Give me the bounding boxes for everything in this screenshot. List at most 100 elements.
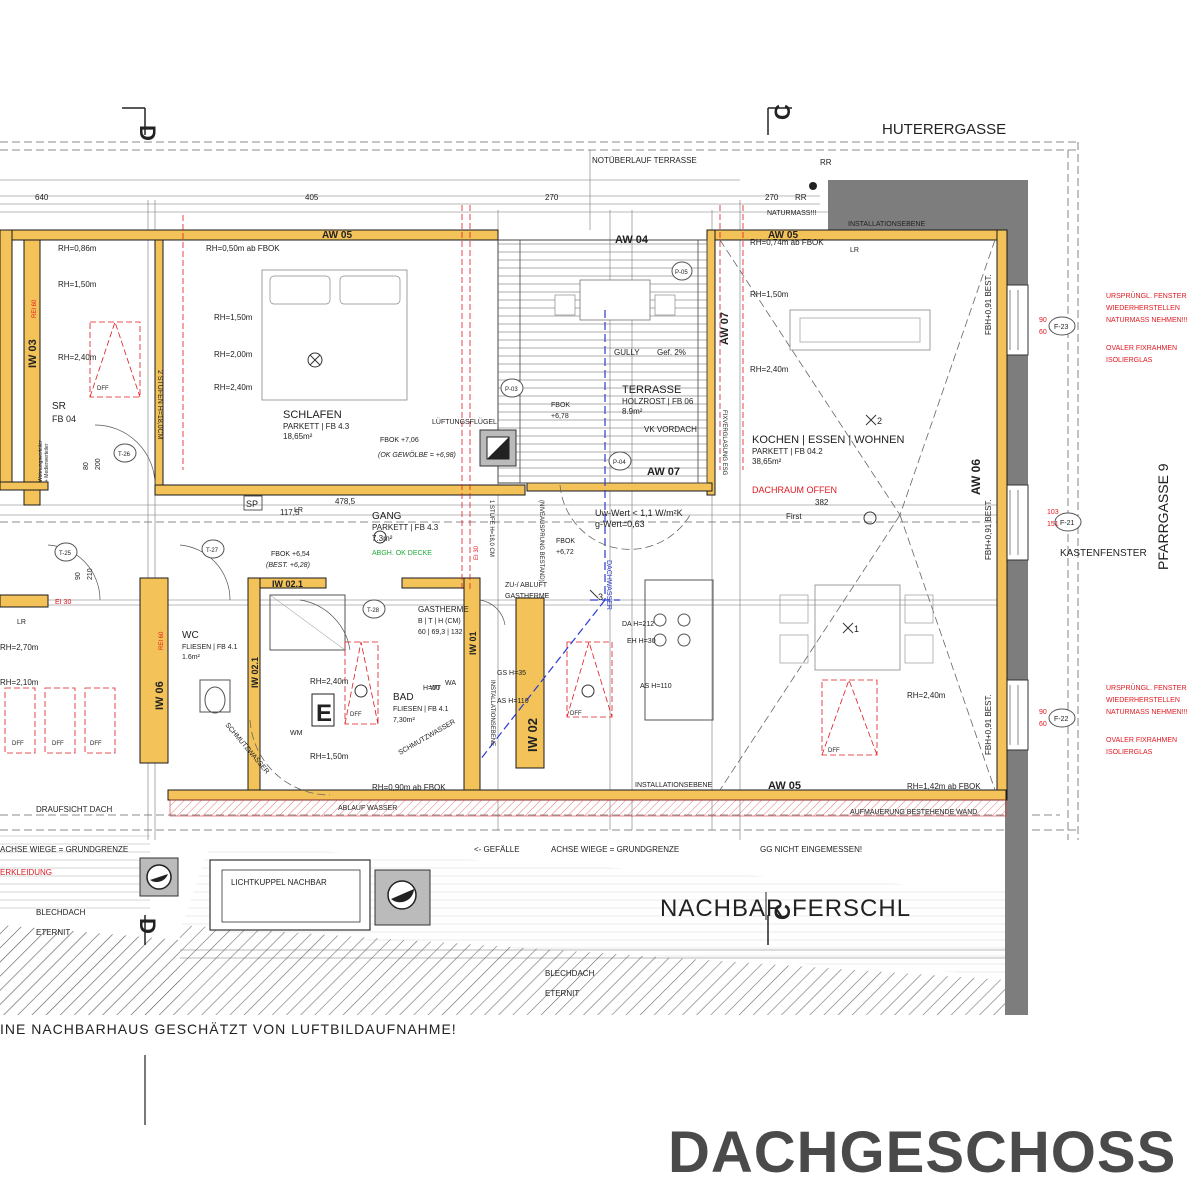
room-gang-area: 7.3m² bbox=[372, 534, 393, 543]
svg-text:T-27: T-27 bbox=[206, 548, 219, 554]
note-dachwasser: DACHWASSER bbox=[605, 560, 612, 610]
room-sr-floor: FB 04 bbox=[52, 414, 76, 424]
electric-box bbox=[311, 693, 335, 727]
room-schlafen-name: SCHLAFEN bbox=[283, 409, 342, 421]
dff-label-2: DFF bbox=[350, 712, 362, 718]
note-installation-side: INSTALLATIONSEBENE bbox=[489, 680, 495, 746]
svg-text:F-22: F-22 bbox=[1054, 716, 1069, 723]
skylights bbox=[4, 320, 878, 756]
chimney-right bbox=[374, 869, 431, 926]
note-rh150-kochen: RH=1,50m bbox=[750, 290, 789, 299]
room-schlafen-area: 18,65m² bbox=[283, 432, 313, 441]
note-gastherme: GASTHERME bbox=[418, 605, 469, 614]
note-draufsicht: DRAUFSICHT DACH bbox=[36, 805, 113, 814]
note-wa: WA bbox=[445, 680, 456, 687]
wall-aw07: AW 07 bbox=[719, 312, 731, 345]
note-rh142: RH=1,42m ab FBOK bbox=[907, 782, 981, 791]
section-c-label-bottom: C bbox=[770, 904, 795, 920]
electric-e-label: E bbox=[316, 700, 332, 727]
wall-iw06: IW 06 bbox=[154, 681, 166, 710]
note-naturmass: NATURMASS!!! bbox=[767, 210, 816, 217]
note-rh074: RH=0,74m ab FBOK bbox=[750, 238, 824, 247]
note-verkleidung: ERKLEIDUNG bbox=[0, 868, 52, 877]
note-rh240-bad: RH=2,40m bbox=[310, 677, 349, 686]
note-rh150-bad: RH=1,50m bbox=[310, 752, 349, 761]
room-wc-area: 1.6m² bbox=[182, 654, 201, 661]
note-eternit2: ETERNIT bbox=[545, 989, 579, 998]
svg-text:P-04: P-04 bbox=[613, 460, 626, 466]
note-gefaelle2: Gef. 2% bbox=[657, 348, 686, 357]
page-title: DACHGESCHOSS bbox=[668, 1120, 1176, 1185]
footnote: INE NACHBARHAUS GESCHÄTZT VON LUFTBILDAU… bbox=[0, 1021, 457, 1037]
note-gastherme2: GASTHERME bbox=[505, 593, 550, 600]
room-bad-name: BAD bbox=[393, 692, 414, 703]
centre-markers bbox=[354, 414, 877, 698]
room-schlafen-floor: PARKETT | FB 4.3 bbox=[283, 422, 350, 431]
marker-1: 1 bbox=[854, 624, 859, 634]
note-rh240-left: RH=2,40m bbox=[58, 353, 97, 362]
note-best: (BEST. +6,28) bbox=[266, 562, 310, 569]
note-ei30: EI 30 bbox=[55, 599, 71, 606]
marker-3: 3 bbox=[598, 592, 603, 602]
dim-270: 270 bbox=[545, 193, 559, 202]
sofa bbox=[789, 309, 931, 351]
note-aufmauerung: AUFMAUERUNG BESTEHENDE WAND bbox=[850, 809, 977, 816]
note-rh150-left: RH=1,50m bbox=[58, 280, 97, 289]
dim-1175: 117,5 bbox=[280, 508, 300, 517]
dachraum-note: DACHRAUM OFFEN bbox=[752, 485, 837, 495]
room-bad-floor: FLIESEN | FB 4.1 bbox=[393, 706, 449, 713]
svg-text:ISOLIERGLAS: ISOLIERGLAS bbox=[1106, 749, 1153, 756]
bed bbox=[261, 269, 408, 401]
dim-90: 90 bbox=[75, 572, 82, 580]
rr-marker bbox=[809, 182, 817, 190]
note-gefaelle: <- GEFÄLLE bbox=[474, 845, 520, 854]
note-eh: EH H=30 bbox=[627, 638, 656, 645]
sp-label: SP bbox=[246, 499, 258, 509]
svg-text:T-25: T-25 bbox=[59, 551, 72, 557]
dim-90a: 90 bbox=[1039, 317, 1047, 324]
window-tags: F-23 F-21 F-22 P-03 P-04 P-05 T-26 T-25 … bbox=[54, 261, 1082, 728]
note-fbok3b: +6,78 bbox=[551, 413, 569, 420]
note-fbok4: FBOK bbox=[556, 538, 575, 545]
dim-210: 210 bbox=[87, 568, 94, 580]
dff-label-7: DFF bbox=[90, 741, 102, 747]
dining-table bbox=[779, 584, 934, 671]
note-rh150-schlafen: RH=1,50m bbox=[214, 313, 253, 322]
dim-640: 640 bbox=[35, 193, 49, 202]
note-uwert: Uw-Wert < 1,1 W/m²K bbox=[595, 508, 683, 518]
svg-text:URSPRÜNGL. FENSTER: URSPRÜNGL. FENSTER bbox=[1106, 292, 1187, 300]
dim-200: 200 bbox=[95, 458, 102, 470]
svg-text:P-03: P-03 bbox=[505, 387, 518, 393]
note-fbok1: FBOK +7,06 bbox=[380, 437, 419, 444]
door-swings bbox=[47, 424, 691, 796]
note-fbh1: FBH+0,91 BEST. bbox=[984, 274, 993, 335]
svg-text:P-05: P-05 bbox=[675, 270, 688, 276]
lichtkuppel-box bbox=[209, 859, 371, 931]
note-as: AS H=110 bbox=[497, 698, 529, 705]
room-bad-area: 7,30m² bbox=[393, 717, 415, 724]
wall-iw03: IW 03 bbox=[27, 339, 39, 368]
roof-ridge-lines bbox=[719, 239, 996, 791]
note-da: DA H=212 bbox=[622, 621, 654, 628]
svg-text:WIEDERHERSTELLEN: WIEDERHERSTELLEN bbox=[1106, 305, 1180, 312]
note-rh240-schlafen: RH=2,40m bbox=[214, 383, 253, 392]
svg-text:T-26: T-26 bbox=[118, 452, 131, 458]
dim-382: 382 bbox=[815, 498, 829, 507]
chimney-left bbox=[139, 857, 179, 897]
note-rh200: RH=2,00m bbox=[214, 350, 253, 359]
svg-text:WIEDERHERSTELLEN: WIEDERHERSTELLEN bbox=[1106, 697, 1180, 704]
note-sr-rh: RH=2,70m bbox=[0, 643, 39, 652]
dff-label-6: DFF bbox=[52, 741, 64, 747]
note-rh086: RH=0,86m bbox=[58, 244, 97, 253]
wc-fixture bbox=[199, 679, 231, 714]
window-note-top: URSPRÜNGL. FENSTER WIEDERHERSTELLEN NATU… bbox=[1106, 292, 1188, 364]
dff-label-4: DFF bbox=[828, 748, 840, 754]
note-niveau: (NIVEAUSPRUNG BESTAND) bbox=[538, 500, 544, 582]
note-fix: FIXVERGLASUNG ESG bbox=[721, 410, 727, 476]
kitchen-island bbox=[644, 579, 714, 721]
note-gewoelbe: (OK GEWÖLBE = +6,98) bbox=[378, 451, 456, 459]
svg-text:F-21: F-21 bbox=[1060, 520, 1075, 527]
room-gang-name: GANG bbox=[372, 511, 402, 522]
note-abl-wasser: ABLAUF WASSER bbox=[338, 805, 397, 812]
note-ei30b: EI 30 bbox=[474, 545, 480, 560]
